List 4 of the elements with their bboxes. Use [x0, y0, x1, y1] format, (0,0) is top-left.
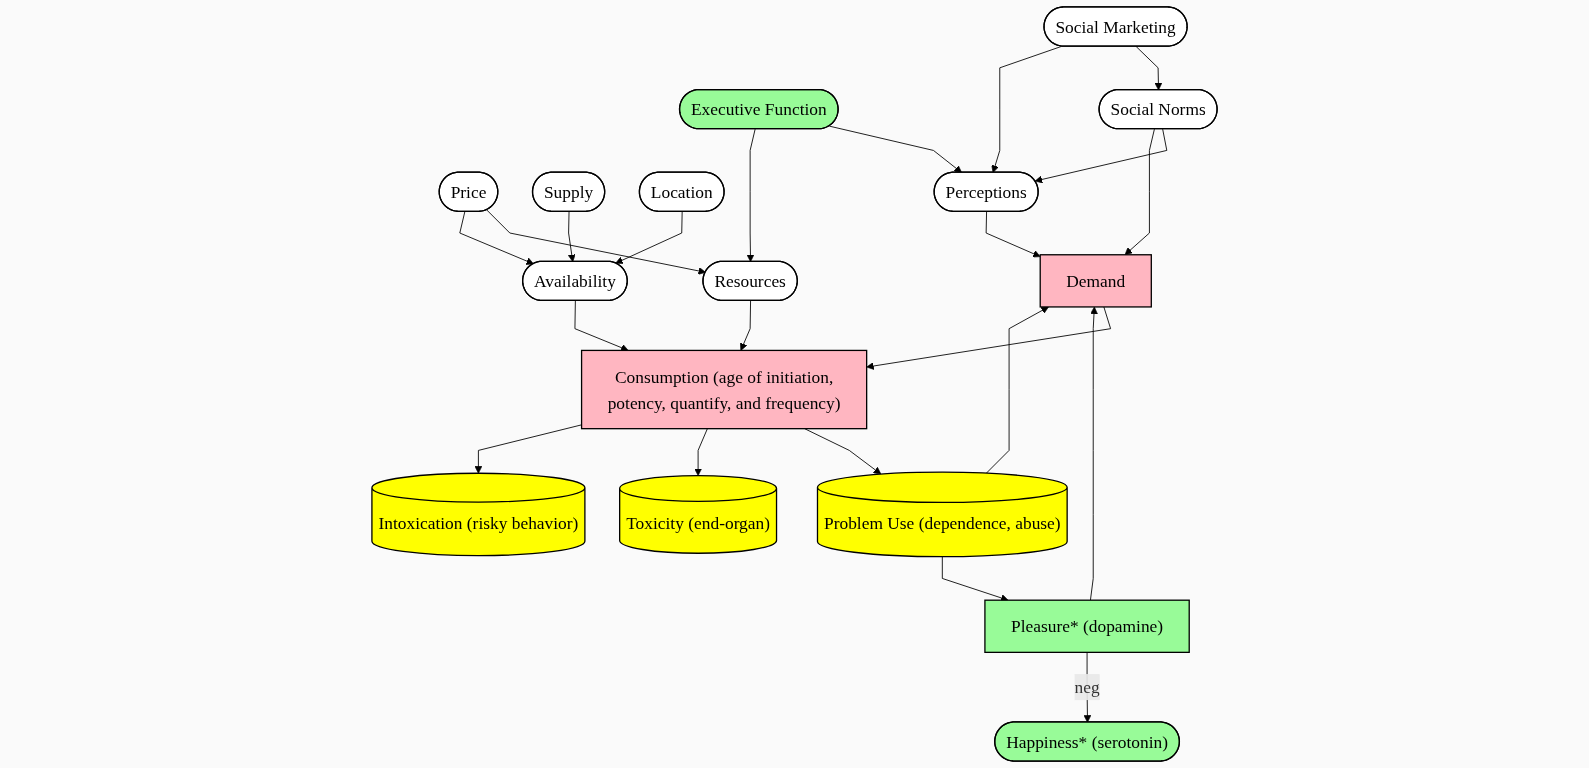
node-box: Pleasure* (dopamine): [984, 599, 1190, 653]
edge-label: neg: [1074, 677, 1100, 697]
node-box: Demand: [1039, 254, 1152, 308]
node-box: Consumption (age of initiation, potency, quantify, and frequency): [580, 349, 868, 430]
